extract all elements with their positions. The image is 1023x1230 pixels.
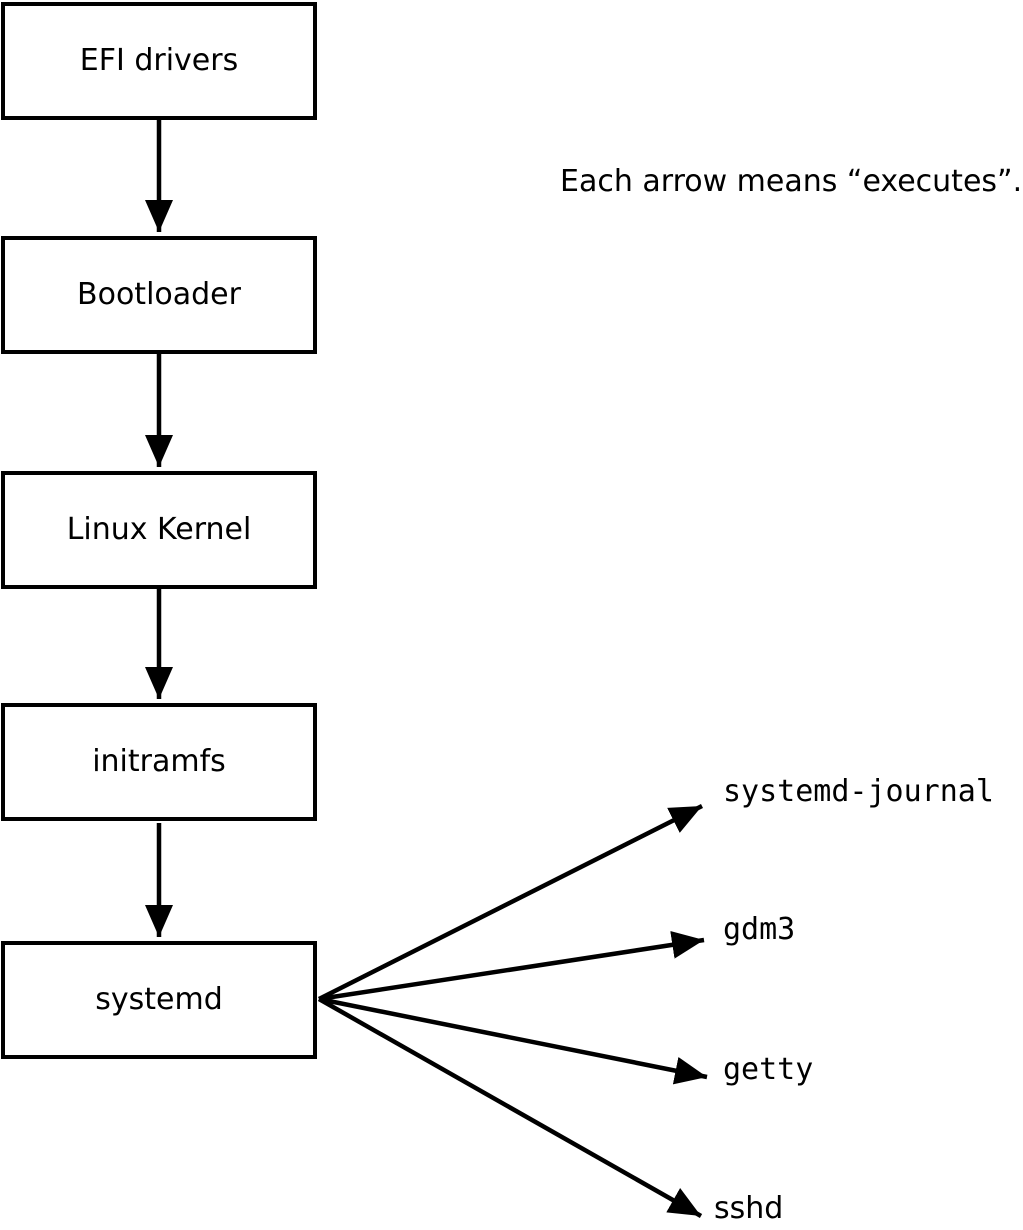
flow-node-efi-drivers: EFI drivers — [1, 2, 317, 120]
arrow-meaning-note: Each arrow means “executes”. — [560, 164, 1023, 199]
flow-node-linux-kernel: Linux Kernel — [1, 471, 317, 589]
flow-node-label: initramfs — [92, 744, 226, 779]
target-label-getty: getty — [723, 1052, 814, 1087]
arrow-systemd-to-gdm3 — [318, 931, 705, 1002]
arrow-systemd-to-journal — [317, 803, 704, 1002]
target-label-systemd-journal: systemd-journal — [723, 774, 994, 809]
target-label-sshd: sshd — [714, 1191, 784, 1226]
flow-node-initramfs: initramfs — [1, 703, 317, 821]
flow-node-label: Bootloader — [77, 277, 241, 312]
flow-node-label: EFI drivers — [79, 43, 239, 78]
arrow-systemd-to-sshd — [317, 997, 703, 1218]
flow-node-systemd: systemd — [1, 941, 317, 1059]
flow-node-bootloader: Bootloader — [1, 236, 317, 354]
flow-node-label: systemd — [95, 982, 223, 1017]
target-label-gdm3: gdm3 — [723, 912, 796, 947]
arrow-systemd-to-getty — [318, 996, 708, 1085]
flow-node-label: Linux Kernel — [66, 512, 252, 547]
